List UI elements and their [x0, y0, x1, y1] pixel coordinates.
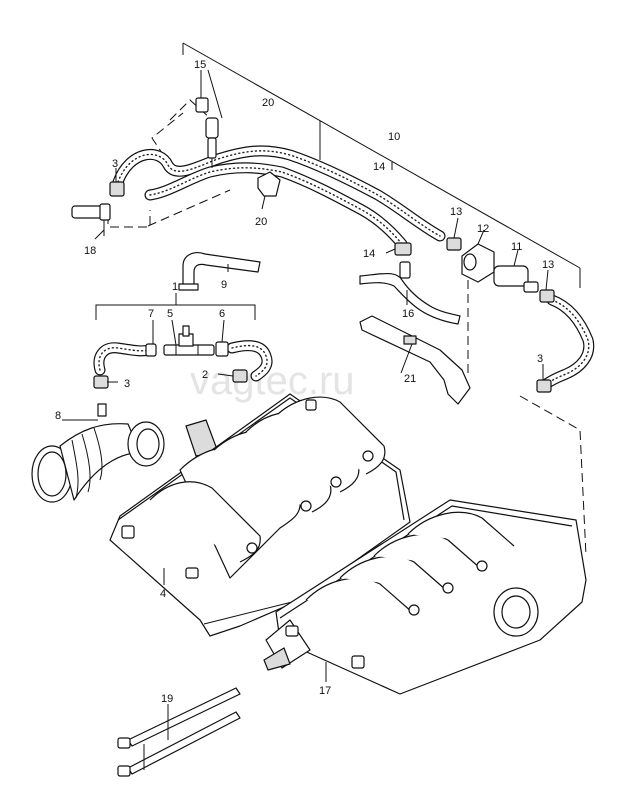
callout-15: 15	[194, 59, 206, 71]
callout-4: 4	[160, 588, 166, 600]
callout-17: 17	[319, 685, 331, 697]
t-piece-5	[145, 325, 229, 357]
callout-7: 7	[148, 308, 154, 320]
callout-14-top: 14	[373, 161, 385, 173]
callout-12: 12	[477, 223, 489, 235]
plug-18	[71, 203, 111, 236]
callout-20-clip: 20	[255, 216, 267, 228]
watermark: vagtec.ru	[190, 359, 355, 403]
hose-16	[359, 261, 461, 325]
breather-hose-right	[538, 294, 595, 392]
callout-18: 18	[84, 245, 96, 257]
callout-8: 8	[55, 410, 61, 422]
callout-1: 1	[172, 281, 178, 293]
intake-manifold-4	[109, 393, 411, 637]
callout-9: 9	[221, 279, 227, 291]
callout-10: 10	[388, 131, 400, 143]
callout-6: 6	[219, 308, 225, 320]
callout-labels: 15 20 10 14 3 20 18 13 12 11 13 14 9 1 7…	[55, 59, 554, 705]
routing-dashes	[107, 112, 587, 557]
breather-hose-upper	[112, 145, 446, 250]
valve-15	[195, 97, 219, 168]
clamps	[93, 181, 555, 393]
intake-boot-8	[31, 403, 219, 503]
filter-11	[493, 265, 539, 293]
callout-20-top: 20	[262, 97, 274, 109]
hose-7-6	[93, 340, 273, 382]
callout-19: 19	[161, 693, 173, 705]
intake-manifold-17	[263, 499, 587, 695]
valve-12	[461, 243, 495, 283]
bracket-21	[359, 315, 471, 405]
leader-lines	[62, 69, 549, 740]
callout-13-right: 13	[542, 259, 554, 271]
hose-9	[178, 252, 261, 291]
cable-ties-19	[117, 687, 241, 777]
callout-11: 11	[511, 241, 522, 253]
callout-3-top: 3	[112, 158, 118, 170]
clip-20	[257, 171, 281, 197]
callout-14-mid: 14	[363, 248, 375, 260]
callout-3-right: 3	[537, 353, 543, 365]
callout-21: 21	[404, 373, 416, 385]
callout-16: 16	[402, 308, 414, 320]
callout-2: 2	[202, 369, 208, 381]
callout-5: 5	[167, 308, 173, 320]
assembly-brackets	[95, 42, 581, 320]
callout-13-left: 13	[450, 206, 462, 218]
callout-3-left: 3	[124, 378, 130, 390]
